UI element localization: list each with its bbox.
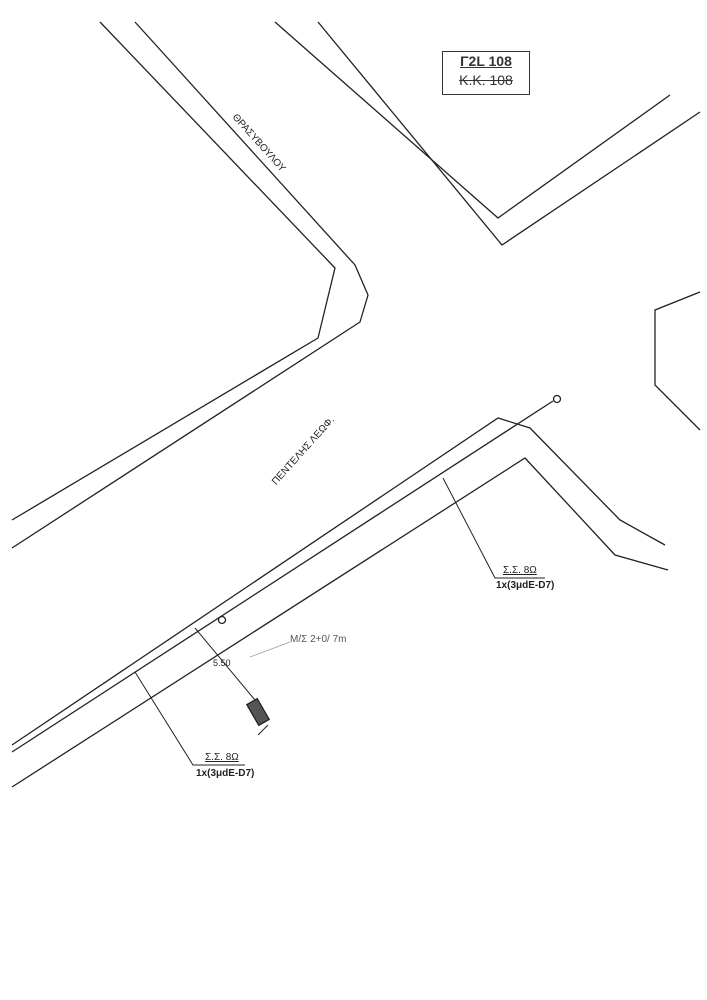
transformer-icon (245, 697, 271, 736)
stamp-line2: K.K. 108 (459, 72, 513, 88)
cable-label-left: 1x(3μdE-D7) (196, 768, 255, 779)
block-right (654, 291, 701, 431)
cable-line (11, 394, 562, 753)
joint-marker (217, 615, 227, 625)
stamp-box: Γ2L 108 K.K. 108 (442, 51, 530, 95)
cable-label-right: 1x(3μdE-D7) (496, 580, 555, 591)
block-top-right (274, 21, 701, 246)
cable-end-marker (552, 394, 562, 404)
block-bottom (11, 417, 669, 788)
block-top-left (11, 21, 369, 549)
distance-label: 5.50 (213, 658, 231, 668)
ms-label: Μ/Σ 2+0/ 7m (290, 634, 347, 645)
ss-label-right: Σ.Σ. 8Ω (503, 565, 537, 576)
stamp-line1: Γ2L 108 (460, 53, 512, 69)
leaders (134, 477, 545, 766)
ss-label-left: Σ.Σ. 8Ω (205, 752, 239, 763)
